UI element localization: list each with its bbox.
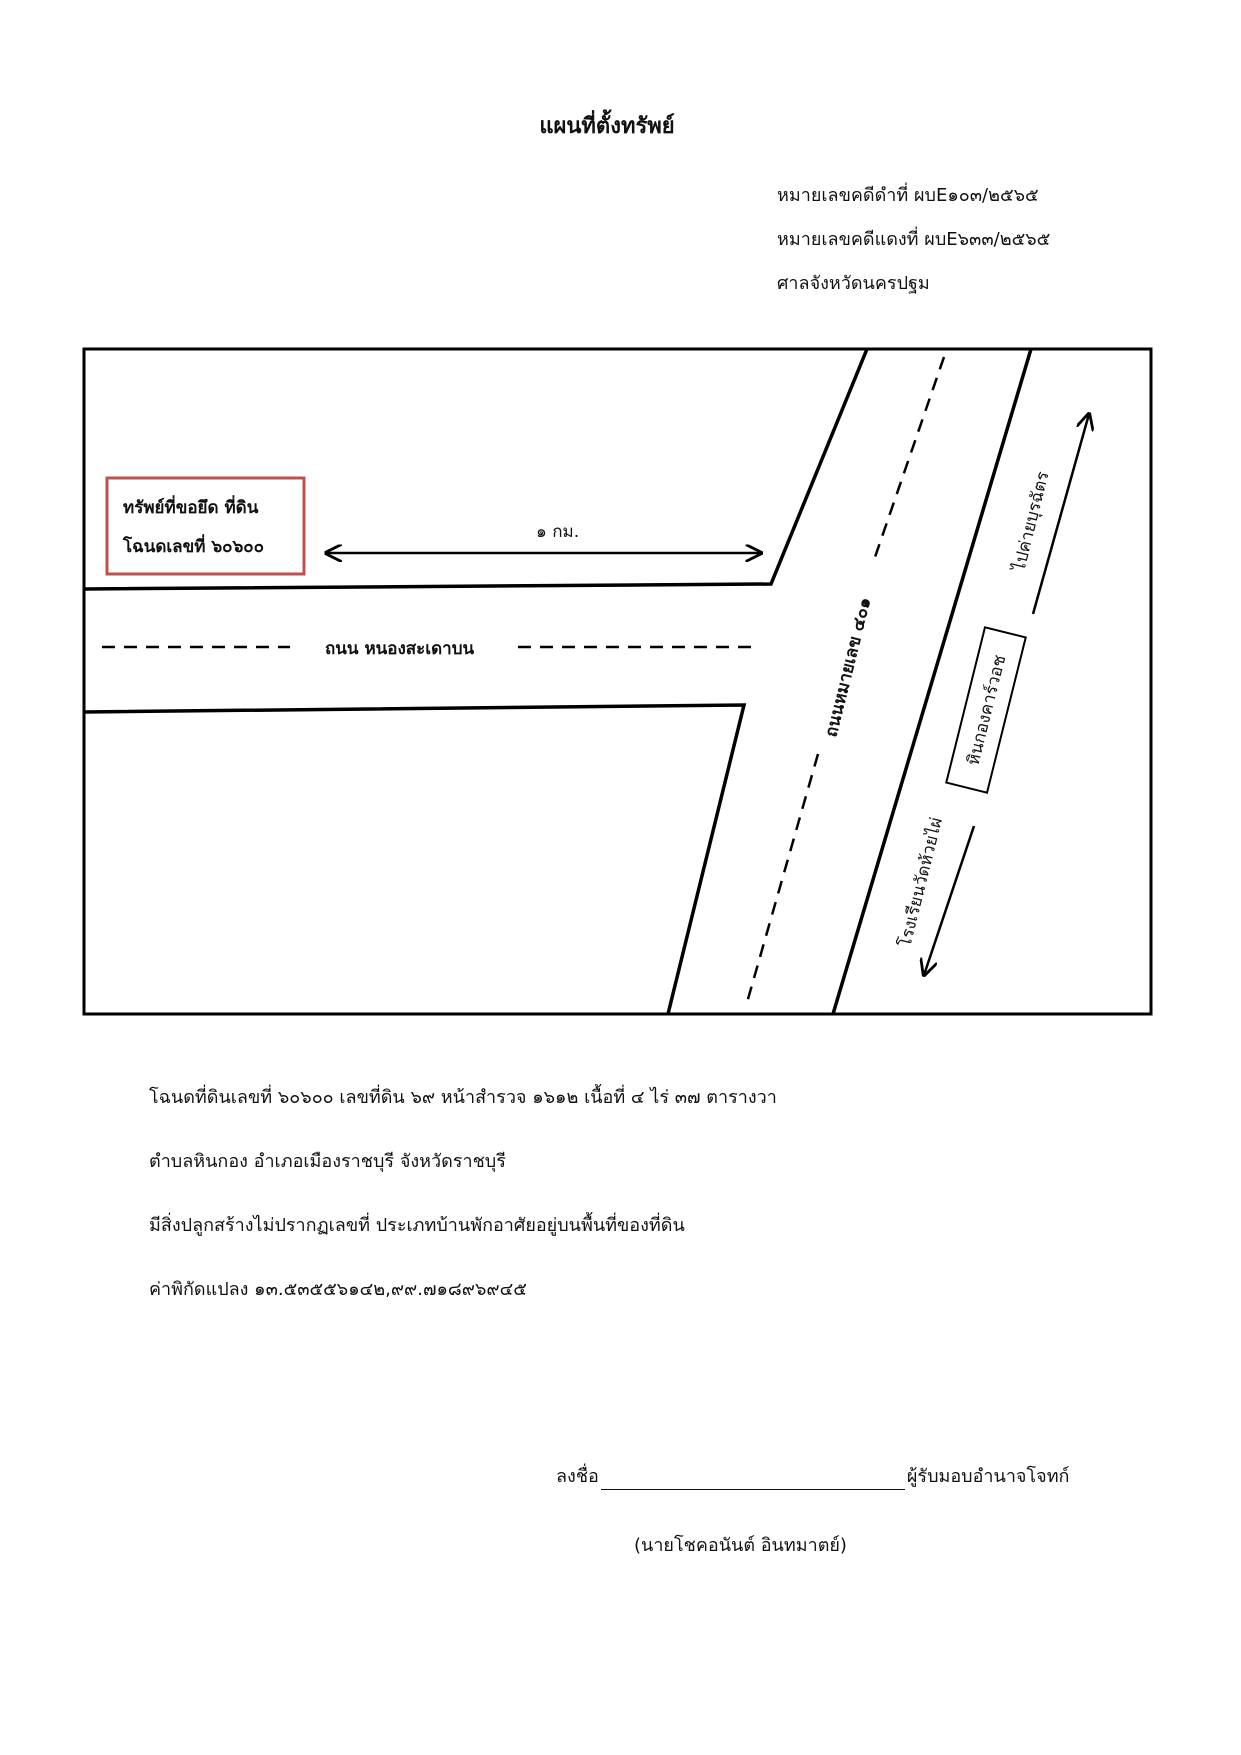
location-map: ทรัพย์ที่ขอยึด ที่ดิน โฉนดเลขที่ ๖๐๖๐๐ ๑… xyxy=(82,347,1153,1016)
landmark-box: หินกองคาร์วอช xyxy=(945,626,1027,794)
deed-details: โฉนดที่ดินเลขที่ ๖๐๖๐๐ เลขที่ดิน ๖๙ หน้า… xyxy=(149,1087,777,1108)
signature-line: ลงชื่อ ผู้รับมอบอำนาจโจทก์ xyxy=(556,1461,1069,1490)
road-edge xyxy=(831,348,1033,1015)
local-road-label: ถนน หนองสะเดาบน xyxy=(325,639,474,659)
map-frame xyxy=(82,347,1153,1016)
road-centerline xyxy=(872,356,946,561)
north-direction-label: ไปค่ายบุรฉัตร xyxy=(1008,469,1054,575)
property-label-line2: โฉนดเลขที่ ๖๐๖๐๐ xyxy=(122,534,264,557)
signer-name: (นายโชคอนันต์ อินทมาตย์) xyxy=(634,1535,847,1556)
document-title: แผนที่ตั้งทรัพย์ xyxy=(539,114,675,139)
coordinates: ค่าพิกัดแปลง ๑๓.๕๓๕๕๖๑๔๒,๙๙.๗๑๘๙๖๙๔๕ xyxy=(149,1279,527,1300)
distance-label: ๑ กม. xyxy=(536,522,579,542)
road-edge xyxy=(83,348,869,591)
building-details: มีสิ่งปลูกสร้างไม่ปรากฏเลขที่ ประเภทบ้าน… xyxy=(149,1215,685,1236)
road-centerline xyxy=(744,753,820,1007)
land-description: โฉนดที่ดินเลขที่ ๖๐๖๐๐ เลขที่ดิน ๖๙ หน้า… xyxy=(149,1074,777,1330)
property-box xyxy=(105,476,306,576)
court-name: ศาลจังหวัดนครปฐม xyxy=(777,273,930,294)
road-edge xyxy=(83,703,747,1015)
black-case-number: หมายเลขคดีดำที่ ผบE๑๐๓/๒๕๖๕ xyxy=(777,185,1039,206)
red-case-number: หมายเลขคดีแดงที่ ผบE๖๓๓/๒๕๖๕ xyxy=(777,229,1051,250)
sign-prefix: ลงชื่อ xyxy=(556,1466,599,1487)
north-arrow xyxy=(1031,414,1089,615)
case-info: หมายเลขคดีดำที่ ผบE๑๐๓/๒๕๖๕ หมายเลขคดีแด… xyxy=(777,178,1050,310)
sign-suffix: ผู้รับมอบอำนาจโจทก์ xyxy=(906,1466,1070,1487)
highway-label: ถนนหมายเลข ๔๐๑ xyxy=(821,595,875,739)
property-label-line1: ทรัพย์ที่ขอยึด ที่ดิน xyxy=(123,495,259,518)
signature-blank xyxy=(600,1465,905,1490)
south-arrow xyxy=(924,825,976,975)
location-details: ตำบลหินกอง อำเภอเมืองราชบุรี จังหวัดราชบ… xyxy=(149,1151,506,1172)
